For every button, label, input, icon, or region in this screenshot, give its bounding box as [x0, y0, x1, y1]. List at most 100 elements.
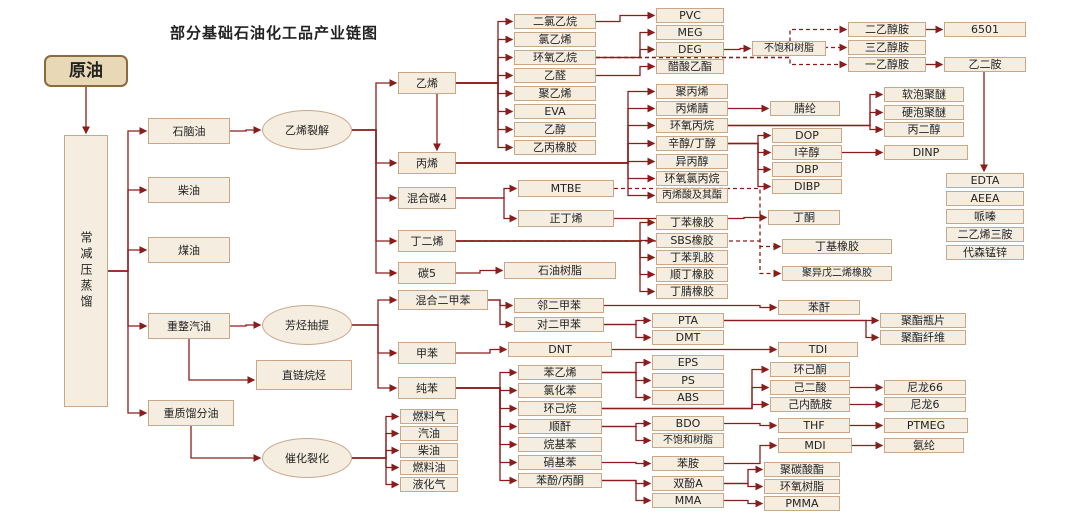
node-polyethylene: 聚乙烯 — [514, 86, 596, 101]
node-acrylonitrile: 丙烯腈 — [656, 101, 728, 116]
node-nitrobenzene: 硝基苯 — [518, 455, 602, 470]
node-alkylbenzene: 烷基苯 — [518, 437, 602, 452]
edge-34 — [596, 45, 656, 59]
edge-10 — [352, 79, 398, 131]
node-toluene: 甲苯 — [398, 342, 456, 364]
edge-77 — [456, 345, 508, 354]
node-styrene: 苯乙烯 — [518, 365, 602, 380]
node-deg: DEG — [656, 42, 724, 57]
node-polypropylene: 聚丙烯 — [656, 84, 728, 99]
edge-14 — [352, 129, 398, 277]
node-mixed-xylene: 混合二甲苯 — [398, 290, 488, 310]
node-edta: EDTA — [946, 173, 1024, 188]
node-maleic-anhydride: 顺酐 — [518, 419, 602, 434]
node-crude: 原油 — [44, 55, 128, 87]
node-catalytic-cracking: 催化裂化 — [262, 438, 352, 478]
edge-33 — [596, 28, 656, 59]
node-dichloroethane: 二氯乙烷 — [514, 14, 596, 29]
node-thf: THF — [778, 418, 850, 433]
node-aromatics-extraction: 芳烃抽提 — [262, 305, 352, 345]
node-linear-alkylbenzene: 直链烷烃 — [256, 360, 352, 390]
node-heavy-gasoline: 重整汽油 — [148, 313, 230, 339]
edge-32 — [596, 11, 656, 23]
node-mixed-c4: 混合碳4 — [398, 187, 456, 209]
node-o-xylene: 邻二甲苯 — [514, 298, 604, 313]
edge-3 — [108, 246, 148, 272]
edge-9 — [190, 426, 262, 462]
node-abs: ABS — [652, 390, 724, 405]
node-nylon66: 尼龙66 — [884, 380, 966, 395]
node-n6501: 6501 — [944, 22, 1026, 37]
edge-5 — [108, 270, 148, 417]
edge-82 — [456, 387, 518, 431]
edge-103 — [724, 465, 764, 485]
edge-57 — [728, 142, 772, 191]
edge-13 — [352, 129, 398, 245]
node-propylene: 丙烯 — [398, 152, 456, 174]
node-dinp: DINP — [884, 145, 968, 160]
edge-99 — [724, 441, 778, 465]
edge-96 — [724, 421, 778, 430]
node-sbs: SBS橡胶 — [656, 233, 728, 248]
node-ethylene-oxide: 环氧乙烷 — [514, 50, 596, 65]
edge-18 — [352, 412, 400, 459]
edge-79 — [456, 368, 518, 389]
edge-8 — [188, 339, 256, 384]
edge-27 — [456, 82, 514, 98]
node-mma: MMA — [652, 493, 724, 508]
node-polyester-fiber: 聚酯纤维 — [880, 330, 966, 345]
edge-6 — [230, 126, 262, 134]
edge-98 — [602, 459, 652, 468]
node-pc: 聚碳酸酯 — [764, 462, 840, 477]
edge-54 — [728, 131, 772, 145]
node-nylon6: 尼龙6 — [884, 397, 966, 412]
node-aniline: 苯胺 — [652, 456, 724, 471]
node-polyisoprene: 聚异戊二烯橡胶 — [782, 266, 892, 281]
node-bdo: BDO — [652, 416, 724, 431]
edge-49 — [456, 162, 656, 200]
edge-64 — [456, 240, 656, 262]
edge-36 — [724, 44, 752, 53]
edge-26 — [456, 71, 514, 84]
node-tdi: TDI — [778, 342, 858, 357]
node-distill: 常减压蒸馏 — [64, 135, 108, 407]
node-epdm: 乙丙橡胶 — [514, 140, 596, 155]
node-cyclohexanone: 环己酮 — [770, 362, 850, 377]
node-triethylenetetramine: 二乙烯三胺 — [946, 227, 1024, 242]
edge-23 — [456, 17, 514, 84]
node-ps: PS — [652, 373, 724, 388]
node-butanone: 丁酮 — [768, 210, 840, 225]
edge-2 — [108, 186, 148, 272]
node-acrylic-fiber: 腈纶 — [770, 101, 840, 116]
edge-7 — [230, 321, 262, 329]
node-eps: EPS — [652, 355, 724, 370]
edge-104 — [724, 482, 764, 491]
node-petroleum-resin: 石油树脂 — [504, 262, 616, 279]
node-diesel: 柴油 — [148, 177, 230, 203]
edge-48 — [456, 162, 656, 183]
edge-17 — [352, 324, 398, 392]
node-naphtha: 石脑油 — [148, 118, 230, 144]
node-fuel-oil: 燃料油 — [400, 460, 458, 475]
node-bisphenol-a: 双酚A — [652, 476, 724, 491]
node-ethylenediamine: 乙二胺 — [944, 57, 1026, 72]
node-aeea: AEEA — [946, 191, 1024, 206]
edge-69 — [456, 266, 504, 275]
node-lpg: 液化气 — [400, 477, 458, 492]
node-heavy-fraction: 重质馏分油 — [148, 400, 234, 426]
node-pa-anhydride: 苯酐 — [778, 300, 860, 315]
edge-87 — [602, 371, 652, 385]
edge-35 — [596, 62, 656, 77]
edge-22 — [352, 457, 400, 489]
edge-88 — [602, 371, 652, 402]
edge-25 — [456, 53, 514, 84]
edge-76 — [724, 319, 880, 342]
edge-84 — [456, 387, 518, 467]
node-c5: 碳5 — [398, 262, 456, 284]
edge-39 — [596, 56, 848, 69]
node-chlorobenzene: 氯化苯 — [518, 383, 602, 398]
edge-60 — [456, 197, 518, 223]
edge-95 — [602, 425, 652, 445]
node-eva: EVA — [514, 104, 596, 119]
edge-20 — [352, 446, 400, 459]
